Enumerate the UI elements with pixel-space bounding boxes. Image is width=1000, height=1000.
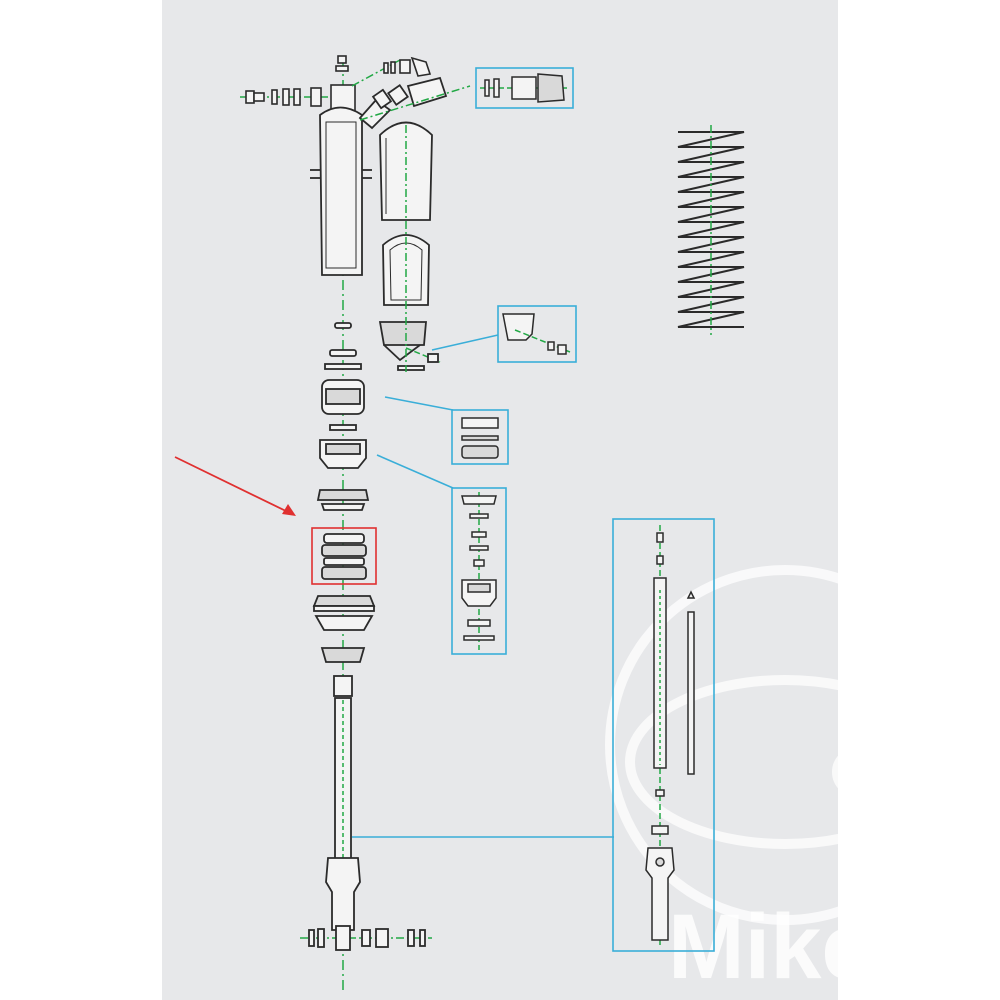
watermark-text: Mike <box>668 896 873 998</box>
internal-parts-stack <box>316 322 370 511</box>
callout-box-reservoir-fitting[interactable] <box>431 305 577 363</box>
callout-box-shaft-valve[interactable] <box>376 454 507 655</box>
damping-piston-assembly[interactable] <box>311 527 377 585</box>
shock-main-body <box>310 76 471 276</box>
callout-box-adjuster[interactable] <box>475 67 574 109</box>
top-adjuster-assembly <box>240 55 432 112</box>
damper-shaft <box>300 697 432 951</box>
lower-parts-stack <box>312 595 376 697</box>
coil-spring <box>677 125 745 335</box>
callout-box-seal-stack[interactable] <box>384 396 509 465</box>
reservoir <box>378 121 441 372</box>
watermark-logo <box>605 565 965 925</box>
callout-box-damper-rod[interactable] <box>352 518 715 952</box>
highlight-arrow <box>174 456 296 516</box>
